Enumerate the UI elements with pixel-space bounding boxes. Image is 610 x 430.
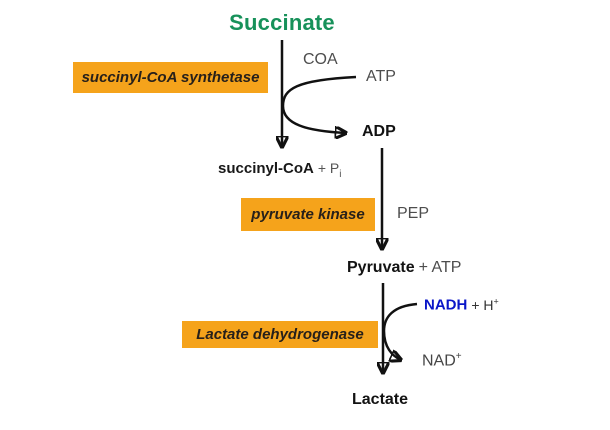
pyruvate-name: Pyruvate (347, 259, 415, 276)
phosphate-subscript: i (339, 168, 342, 180)
h-plus-label: + H+ (471, 296, 499, 313)
enzyme-box-lactate-dehydrogenase: Lactate dehydrogenase (182, 321, 378, 348)
cofactor-label-nad: NAD+ (422, 351, 462, 370)
metabolite-succinyl-coa: succinyl-CoA+ Pi (218, 161, 342, 180)
metabolite-pyruvate: Pyruvate+ ATP (347, 260, 461, 276)
curve-nadh-to-nad (382, 302, 418, 360)
h-plus-superscript: + (493, 296, 499, 306)
cofactor-label-adp: ADP (362, 123, 396, 140)
nad-superscript: + (455, 351, 462, 362)
cofactor-label-atp: ATP (366, 68, 396, 85)
succinyl-coa-phosphate: + Pi (317, 160, 342, 180)
curve-atp-to-adp (281, 75, 357, 133)
cofactor-label-nadh-hplus: NADH+ H+ (424, 297, 499, 314)
cofactor-label-pep: PEP (397, 205, 430, 222)
enzyme-box-pyruvate-kinase: pyruvate kinase (241, 198, 375, 231)
cofactor-label-coa: COA (303, 51, 338, 68)
pathway-title: Succinate (229, 10, 335, 35)
nadh-label: NADH (424, 296, 468, 314)
metabolite-lactate: Lactate (352, 391, 409, 408)
enzyme-box-succinyl-coa-synthetase: succinyl-CoA synthetase (73, 62, 268, 93)
pyruvate-atp-suffix: + ATP (418, 259, 462, 276)
succinyl-coa-name: succinyl-CoA (218, 160, 314, 177)
